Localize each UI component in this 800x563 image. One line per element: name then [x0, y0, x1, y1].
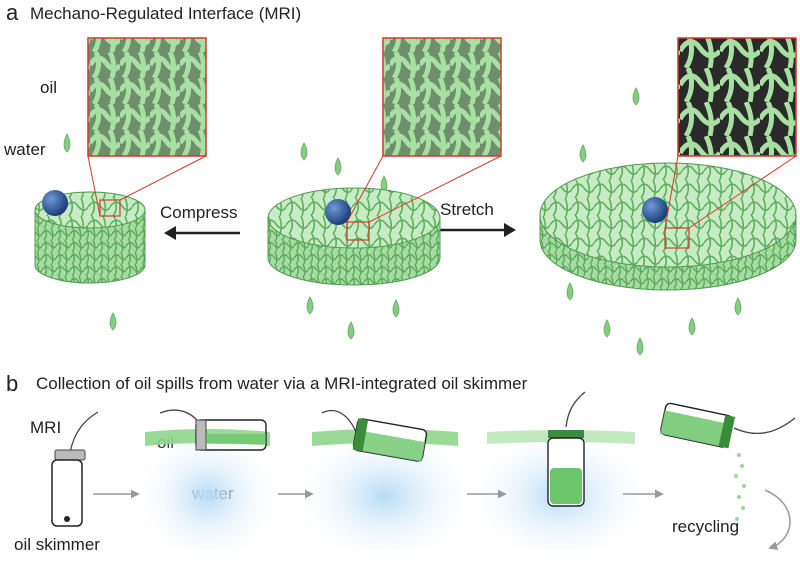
- recycling-label: recycling: [672, 517, 740, 536]
- inset-original: [346, 37, 502, 223]
- panel-b-title: Collection of oil spills from water via …: [36, 374, 528, 393]
- inset-compressed: [87, 37, 207, 217]
- stretched-mri: [539, 162, 797, 291]
- stretch-label: Stretch: [440, 200, 494, 219]
- water-label: water: [4, 140, 46, 159]
- skimmer-stage1: [159, 409, 267, 451]
- skimmer-stage3: [547, 391, 586, 507]
- skimmer-stage2: [321, 409, 428, 462]
- recycling-arrow: [764, 489, 791, 551]
- oil-label: oil: [40, 78, 58, 97]
- compress-label: Compress: [160, 203, 238, 222]
- mri-label: MRI: [30, 418, 62, 437]
- compressed-mri: [34, 190, 146, 284]
- original-mri: [267, 187, 441, 286]
- water-ball-right: [642, 197, 668, 223]
- oil-skimmer-label: oil skimmer: [14, 535, 100, 554]
- panel-a-letter: a: [6, 0, 19, 25]
- panel-a-title: Mechano-Regulated Interface (MRI): [30, 4, 302, 23]
- oil-skimmer-standalone: [51, 411, 99, 527]
- oil-droplets: [63, 87, 747, 356]
- compress-arrow: [164, 226, 240, 240]
- water-ball-left: [42, 190, 68, 216]
- skimmer-recycling: [659, 402, 796, 551]
- water-ball-middle: [325, 199, 351, 225]
- inset-stretched: [664, 37, 797, 229]
- panel-b-letter: b: [6, 371, 19, 396]
- stretch-arrow: [440, 223, 516, 237]
